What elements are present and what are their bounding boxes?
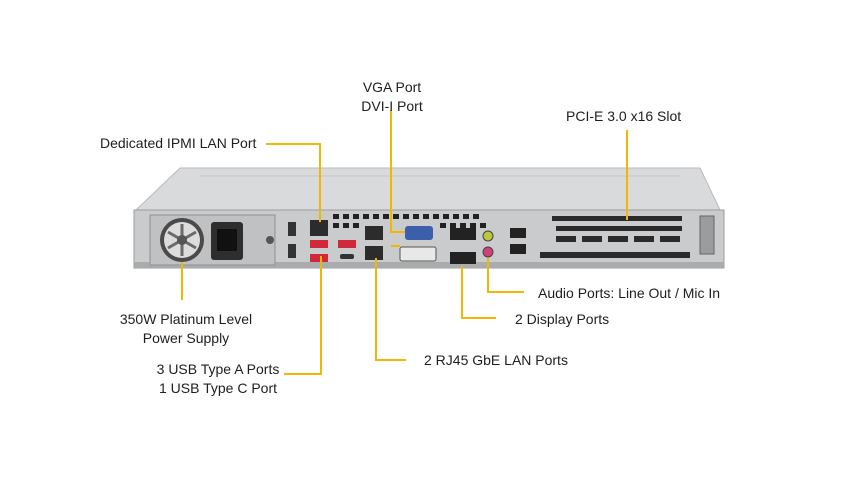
label-ipmi-lan-port: Dedicated IPMI LAN Port (100, 135, 257, 151)
line-out-jack (482, 230, 494, 242)
mic-in-jack (482, 246, 494, 258)
label-psu-line2: Power Supply (142, 330, 230, 346)
leader-lines (181, 110, 628, 375)
label-pcie-slot: PCI-E 3.0 x16 Slot (566, 108, 682, 124)
chassis-top (134, 167, 721, 211)
usb-port (310, 254, 328, 262)
lan-port (365, 246, 383, 260)
label-vga-port: VGA Port (362, 79, 422, 95)
callout-psu: 350W Platinum Level Power Supply (106, 310, 266, 348)
label-usb-c: 1 USB Type C Port (158, 380, 277, 396)
callout-usb: 3 USB Type A Ports 1 USB Type C Port (148, 360, 288, 398)
dvi-port (399, 246, 437, 262)
callout-vga-dvi: VGA Port DVI-I Port (352, 78, 432, 116)
display-port (450, 228, 476, 240)
display-port (450, 252, 476, 264)
label-psu-line1: 350W Platinum Level (119, 311, 253, 327)
label-display-ports: 2 Display Ports (515, 311, 610, 327)
label-dvi-port: DVI-I Port (361, 98, 423, 114)
label-audio-ports: Audio Ports: Line Out / Mic In (538, 285, 721, 301)
usb-c-port (340, 254, 354, 259)
usb-port (338, 240, 356, 248)
pcie-slot-bracket (540, 216, 690, 258)
label-lan-ports: 2 RJ45 GbE LAN Ports (424, 352, 568, 368)
usb-port (310, 240, 328, 248)
vga-port (405, 226, 433, 240)
label-usb-a: 3 USB Type A Ports (156, 361, 280, 377)
vent-grid (333, 214, 486, 228)
ipmi-lan-port (310, 220, 328, 236)
lan-port (365, 226, 383, 240)
